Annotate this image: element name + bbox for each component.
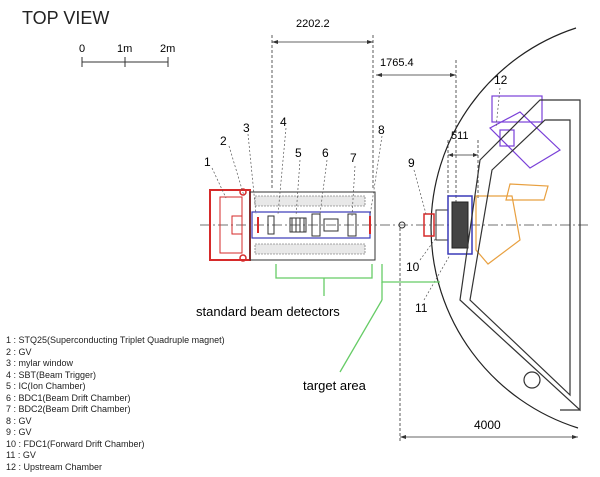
callout-5: 5 <box>295 146 302 160</box>
diagram-title: TOP VIEW <box>22 8 109 28</box>
standard-beam-detectors-label: standard beam detectors <box>196 304 340 319</box>
callout-9: 9 <box>408 156 415 170</box>
legend-item: 12 : Upstream Chamber <box>6 461 103 472</box>
callout-10: 10 <box>406 260 420 274</box>
dimension-4000 <box>399 228 578 442</box>
callout-2: 2 <box>220 134 227 148</box>
legend-item: 10 : FDC1(Forward Drift Chamber) <box>6 438 145 449</box>
legend-item: 7 : BDC2(Beam Drift Chamber) <box>6 404 131 414</box>
dimension-1765-label: 1765.4 <box>380 57 414 69</box>
dimension-4000-label: 4000 <box>474 418 501 432</box>
upstream-chamber <box>489 95 561 169</box>
dimension-2202 <box>271 35 374 190</box>
target-area-bracket <box>339 264 440 373</box>
legend: 1 : STQ25(Superconducting Triplet Quadru… <box>6 335 306 473</box>
target-marker <box>398 221 406 229</box>
legend-item: 1 : STQ25(Superconducting Triplet Quadru… <box>6 335 225 345</box>
scale-label-2m: 2m <box>160 43 175 55</box>
callout-4: 4 <box>280 115 287 129</box>
legend-item: 2 : GV <box>6 346 32 357</box>
callout-7: 7 <box>350 151 357 165</box>
samurai-magnet <box>459 99 581 412</box>
dimension-511-label: 511 <box>451 130 469 142</box>
fdc1-assembly <box>423 195 473 255</box>
legend-item: 9 : GV <box>6 427 32 437</box>
legend-item: 6 : BDC1(Beam Drift Chamber) <box>6 392 131 403</box>
dimension-511 <box>447 140 479 200</box>
legend-item: 11 : GV <box>6 450 36 460</box>
callout-3: 3 <box>243 121 250 135</box>
callout-12: 12 <box>494 73 508 87</box>
scale-label-0: 0 <box>79 43 85 55</box>
callout-1: 1 <box>204 155 211 169</box>
callout-6: 6 <box>322 146 329 160</box>
beamline-tube <box>249 191 376 261</box>
callout-8: 8 <box>378 123 385 137</box>
legend-item: 4 : SBT(Beam Trigger) <box>6 369 97 380</box>
legend-item: 5 : IC(Ion Chamber) <box>6 381 86 391</box>
callout-leaders <box>211 87 501 301</box>
legend-item: 8 : GV <box>6 415 32 426</box>
scale-bar <box>81 57 169 67</box>
chamber-arc <box>430 27 579 429</box>
dimension-2202-label: 2202.2 <box>296 18 330 30</box>
standard-beam-detectors-bracket <box>275 264 373 296</box>
scale-label-1m: 1m <box>117 43 132 55</box>
dimension-1765 <box>376 60 457 230</box>
legend-item: 3 : mylar window <box>6 358 74 368</box>
fdc-yoke <box>475 183 549 265</box>
target-area-label: target area <box>303 378 367 393</box>
callout-11: 11 <box>415 301 428 315</box>
